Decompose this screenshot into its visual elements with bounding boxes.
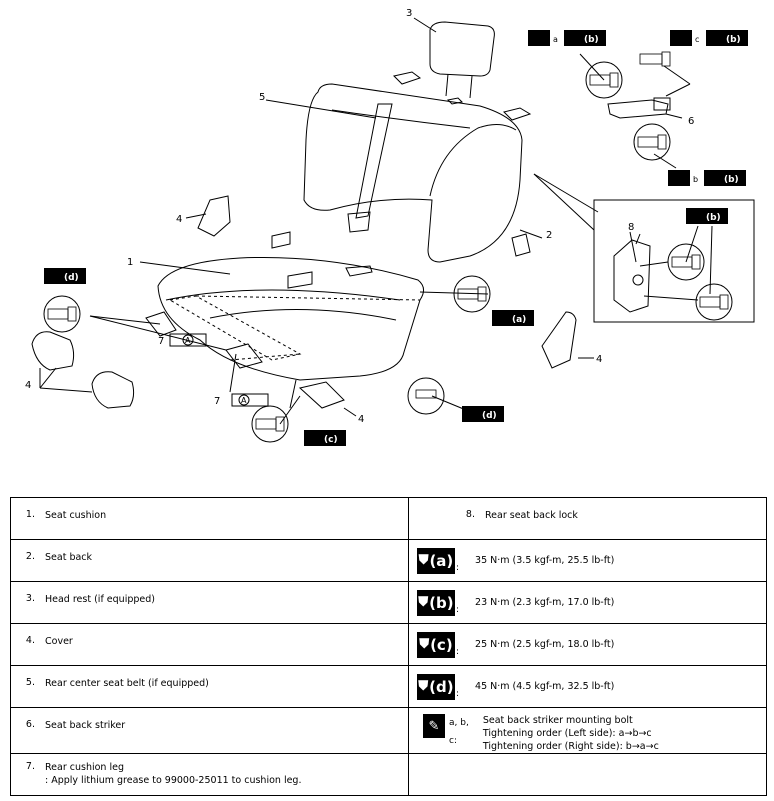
legend-num: 3. (25, 593, 35, 604)
legend-label: Rear seat back lock (485, 510, 578, 521)
callout-3: 3 (406, 8, 412, 19)
callout-1: 1 (127, 257, 133, 268)
badge-b-inset: (b) (706, 213, 721, 223)
tag-a-label: a (553, 35, 558, 44)
torque-value: 25 N·m (2.5 kgf-m, 18.0 lb-ft) (475, 639, 615, 650)
bolt-circles (43, 61, 733, 443)
torque-b-icon: ⛊(b) (417, 589, 455, 616)
legend-row-6: 6. Seat back striker ✎ a, b, c: Seat back … (10, 707, 767, 754)
legend-label: Rear cushion leg (45, 762, 124, 773)
torque-badges (44, 30, 748, 446)
legend-label: Seat back striker (45, 720, 126, 731)
tightening-order-right: Tightening order (Right side): b→a→c (482, 741, 659, 752)
cushion-frame (168, 295, 421, 361)
legend-label: Seat back (45, 552, 93, 563)
legend-row-5: 5. Rear center seat belt (if equipped) ⛊(… (10, 665, 767, 708)
callout-2: 2 (546, 230, 552, 241)
callout-7-upper: 7 (158, 336, 164, 347)
badge-d-right: (d) (482, 411, 497, 421)
back-lock-inset (593, 199, 755, 323)
torque-a-icon: ⛊(a) (417, 547, 455, 574)
tightening-order-left: Tightening order (Left side): a→b→c (482, 728, 652, 739)
badge-c: (c) (324, 435, 338, 445)
legend-row-1: 1. Seat cushion 8. Rear seat back lock (10, 497, 767, 540)
legend-row-2: 2.Seat back ⛊(a):35 N·m (3.5 kgf-m, 25.5… (10, 539, 767, 582)
badge-b-mid: (b) (724, 175, 739, 185)
head-rest-guides (393, 71, 532, 121)
callout-4-front: 4 (25, 380, 31, 391)
legend-num: 6. (25, 719, 35, 730)
legend-row-3: 3.Head rest (if equipped) ⛊(b):23 N·m (2… (10, 581, 767, 624)
callout-4-bottom: 4 (358, 414, 364, 425)
torque-c-icon: ⛊(c) (417, 631, 455, 658)
badge-d-left: (d) (64, 273, 79, 283)
legend-label: Head rest (if equipped) (45, 594, 155, 605)
legend-num: 1. (25, 509, 35, 520)
cushion-legs (145, 311, 345, 409)
badge-b-top-right: (b) (726, 35, 741, 45)
torque-value: 35 N·m (3.5 kgf-m, 25.5 lb-ft) (475, 555, 615, 566)
grease-tag-ab: a, b, (449, 718, 469, 728)
legend-num: 7. (25, 761, 35, 772)
legend-num: 2. (25, 551, 35, 562)
tag-b-label: b (693, 175, 698, 184)
badge-a: (a) (512, 315, 526, 325)
callout-8: 8 (628, 222, 634, 233)
legend-num: 5. (25, 677, 35, 688)
legend-label: Cover (45, 636, 73, 647)
seat-back-striker (607, 97, 671, 119)
leader-lines (39, 17, 713, 425)
callout-4-right: 4 (596, 354, 602, 365)
legend-label: Rear center seat belt (if equipped) (45, 678, 209, 689)
seat-back (303, 83, 523, 263)
callout-7-lower: 7 (214, 396, 220, 407)
cushion-leg-stamps (169, 333, 269, 407)
legend-note: : Apply lithium grease to 99000-25011 to… (45, 775, 302, 786)
grease-mark-a-lower: A (241, 396, 247, 405)
torque-value: 23 N·m (2.3 kgf-m, 17.0 lb-ft) (475, 597, 615, 608)
striker-bolt-note: Seat back striker mounting bolt (482, 715, 633, 726)
callout-5: 5 (259, 92, 265, 103)
torque-value: 45 N·m (4.5 kgf-m, 32.5 lb-ft) (475, 681, 615, 692)
grease-mark-a-upper: A (185, 336, 191, 345)
grease-brush-icon: ✎ (423, 714, 445, 738)
seat-cushion (157, 256, 424, 381)
callout-6: 6 (688, 116, 694, 127)
badge-b-top-left: (b) (584, 35, 599, 45)
torque-d-icon: ⛊(d) (417, 673, 455, 700)
bolts (47, 51, 729, 432)
tag-c-label: c (695, 35, 699, 44)
legend-num: 8. (465, 509, 475, 520)
seat-exploded-diagram: 3 5 4 1 2 6 8 4 4 4 7 7 A A a (b) c (b) … (25, 8, 755, 446)
legend-row-7: 7. Rear cushion leg : Apply lithium grease… (10, 753, 767, 796)
seat-covers (31, 195, 577, 409)
legend-row-4: 4.Cover ⛊(c):25 N·m (2.5 kgf-m, 18.0 lb-… (10, 623, 767, 666)
grease-tag-c: c: (449, 736, 457, 746)
center-seat-belt (347, 103, 393, 233)
legend-num: 4. (25, 635, 35, 646)
head-rest (429, 21, 495, 99)
legend-table: 1. Seat cushion 8. Rear seat back lock 2. S… (10, 497, 767, 796)
legend-label: Seat cushion (45, 510, 107, 521)
callout-4-back: 4 (176, 214, 182, 225)
